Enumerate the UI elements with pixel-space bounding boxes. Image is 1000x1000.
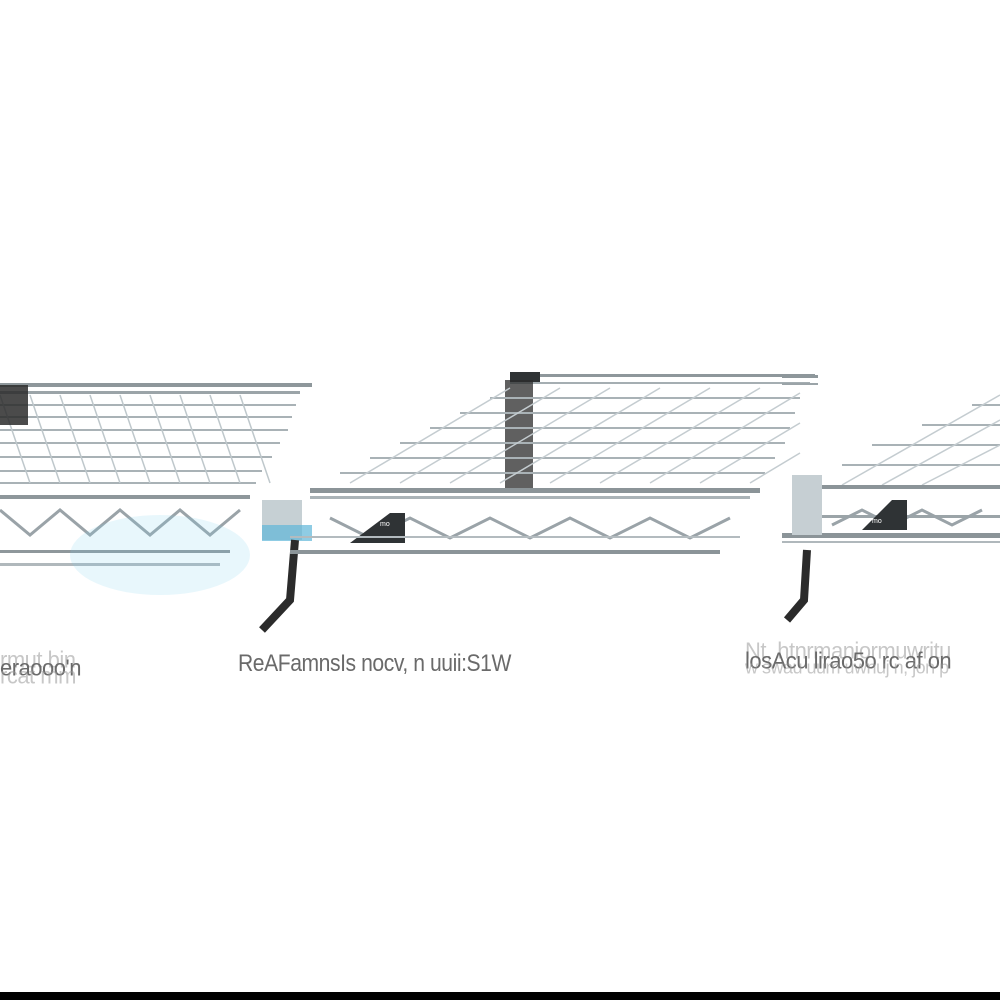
bottom-black-bar	[0, 992, 1000, 1000]
caption-right-line1: Nt, htnrmaniormuwritu	[745, 637, 951, 664]
brand-badge: mo	[380, 521, 390, 528]
brand-badge-right: mo	[872, 518, 882, 525]
wire-shelf-left	[0, 383, 312, 633]
wire-shelf-center: mo	[290, 372, 815, 554]
caption-left-line2: eraooo'n	[0, 654, 81, 681]
caption-center: ReAFamnsIs nocv, n uuii:S1W	[238, 650, 511, 677]
caption-left-line1: rmut bin	[0, 646, 76, 673]
caption-left-line3: rcat mm	[0, 662, 76, 689]
wire-shelf-right: mo	[782, 375, 1000, 623]
caption-right-line3: w swau uum uwnuj n, jon p	[745, 656, 949, 678]
caption-right-line2: losAcu lirao5o rc af on	[745, 647, 952, 674]
